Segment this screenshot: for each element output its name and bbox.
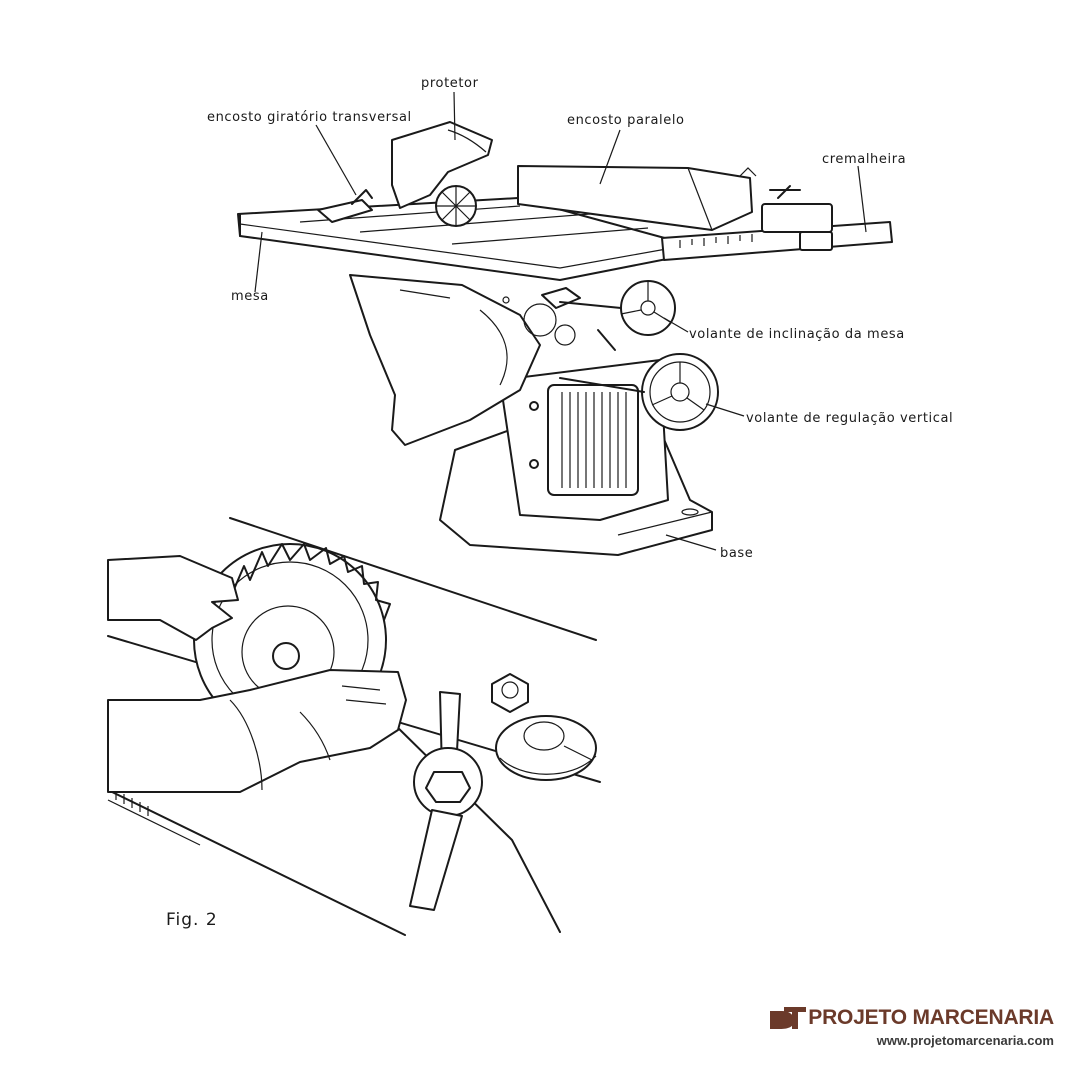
- vent-grille: [561, 392, 627, 488]
- elevation-handwheel: [559, 353, 719, 431]
- blade-change-illustration: [107, 517, 601, 936]
- brand-url: www.projetomarcenaria.com: [876, 1033, 1054, 1048]
- arbor-flange: [495, 715, 597, 781]
- part-labels: protetor encosto giratório transversal e…: [207, 76, 953, 561]
- figure-caption: Fig. 2: [166, 910, 218, 930]
- brand-block: PROJETO MARCENARIA www.projetomarcenaria…: [768, 1005, 1054, 1048]
- wrench: [409, 691, 483, 911]
- rail-ticks: [679, 234, 753, 248]
- right-hand: [107, 669, 407, 793]
- leader-lines: [254, 91, 867, 551]
- label-base: base: [720, 546, 753, 561]
- gear-mechanism: [502, 296, 576, 346]
- label-protetor: protetor: [421, 76, 479, 91]
- tilt-handwheel: [541, 280, 676, 351]
- miter-gauge: [317, 199, 373, 223]
- label-cremalheira: cremalheira: [822, 152, 906, 167]
- brand-logo-icon: [770, 1007, 807, 1029]
- left-hand: [107, 555, 239, 641]
- table-saw-illustration: [237, 121, 893, 556]
- brand-title: PROJETO MARCENARIA: [808, 1006, 1054, 1029]
- label-volante-inclinacao: volante de inclinação da mesa: [689, 327, 905, 342]
- label-encosto-paralelo: encosto paralelo: [567, 113, 685, 128]
- label-mesa: mesa: [231, 289, 269, 304]
- side-casting: [349, 274, 541, 446]
- arbor-nut: [491, 673, 529, 713]
- label-volante-regulacao: volante de regulação vertical: [746, 411, 953, 426]
- blade-guard: [391, 121, 493, 209]
- label-encosto-giratorio: encosto giratório transversal: [207, 110, 412, 125]
